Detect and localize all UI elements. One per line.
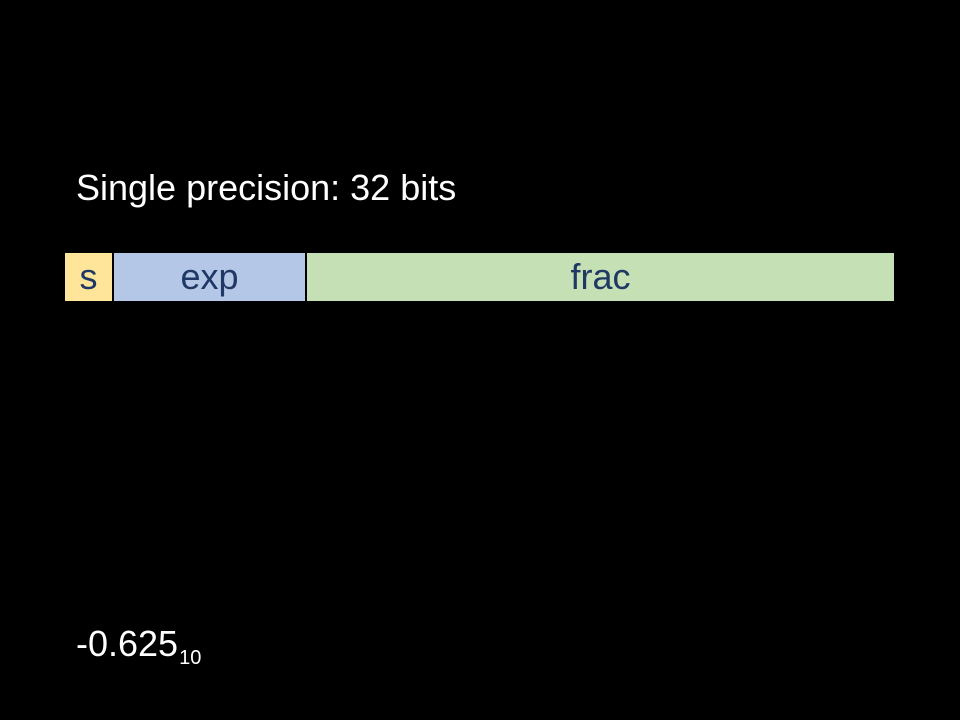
number-base-subscript: 10 xyxy=(179,647,202,669)
example-number: -0.625 xyxy=(76,623,179,664)
fraction-field: frac xyxy=(307,253,894,301)
example-value: -0.62510 xyxy=(76,622,201,672)
exponent-field: exp xyxy=(114,253,307,301)
sign-field: s xyxy=(65,253,114,301)
slide-title: Single precision: 32 bits xyxy=(76,167,457,208)
float-bit-layout: s exp frac xyxy=(65,253,894,301)
